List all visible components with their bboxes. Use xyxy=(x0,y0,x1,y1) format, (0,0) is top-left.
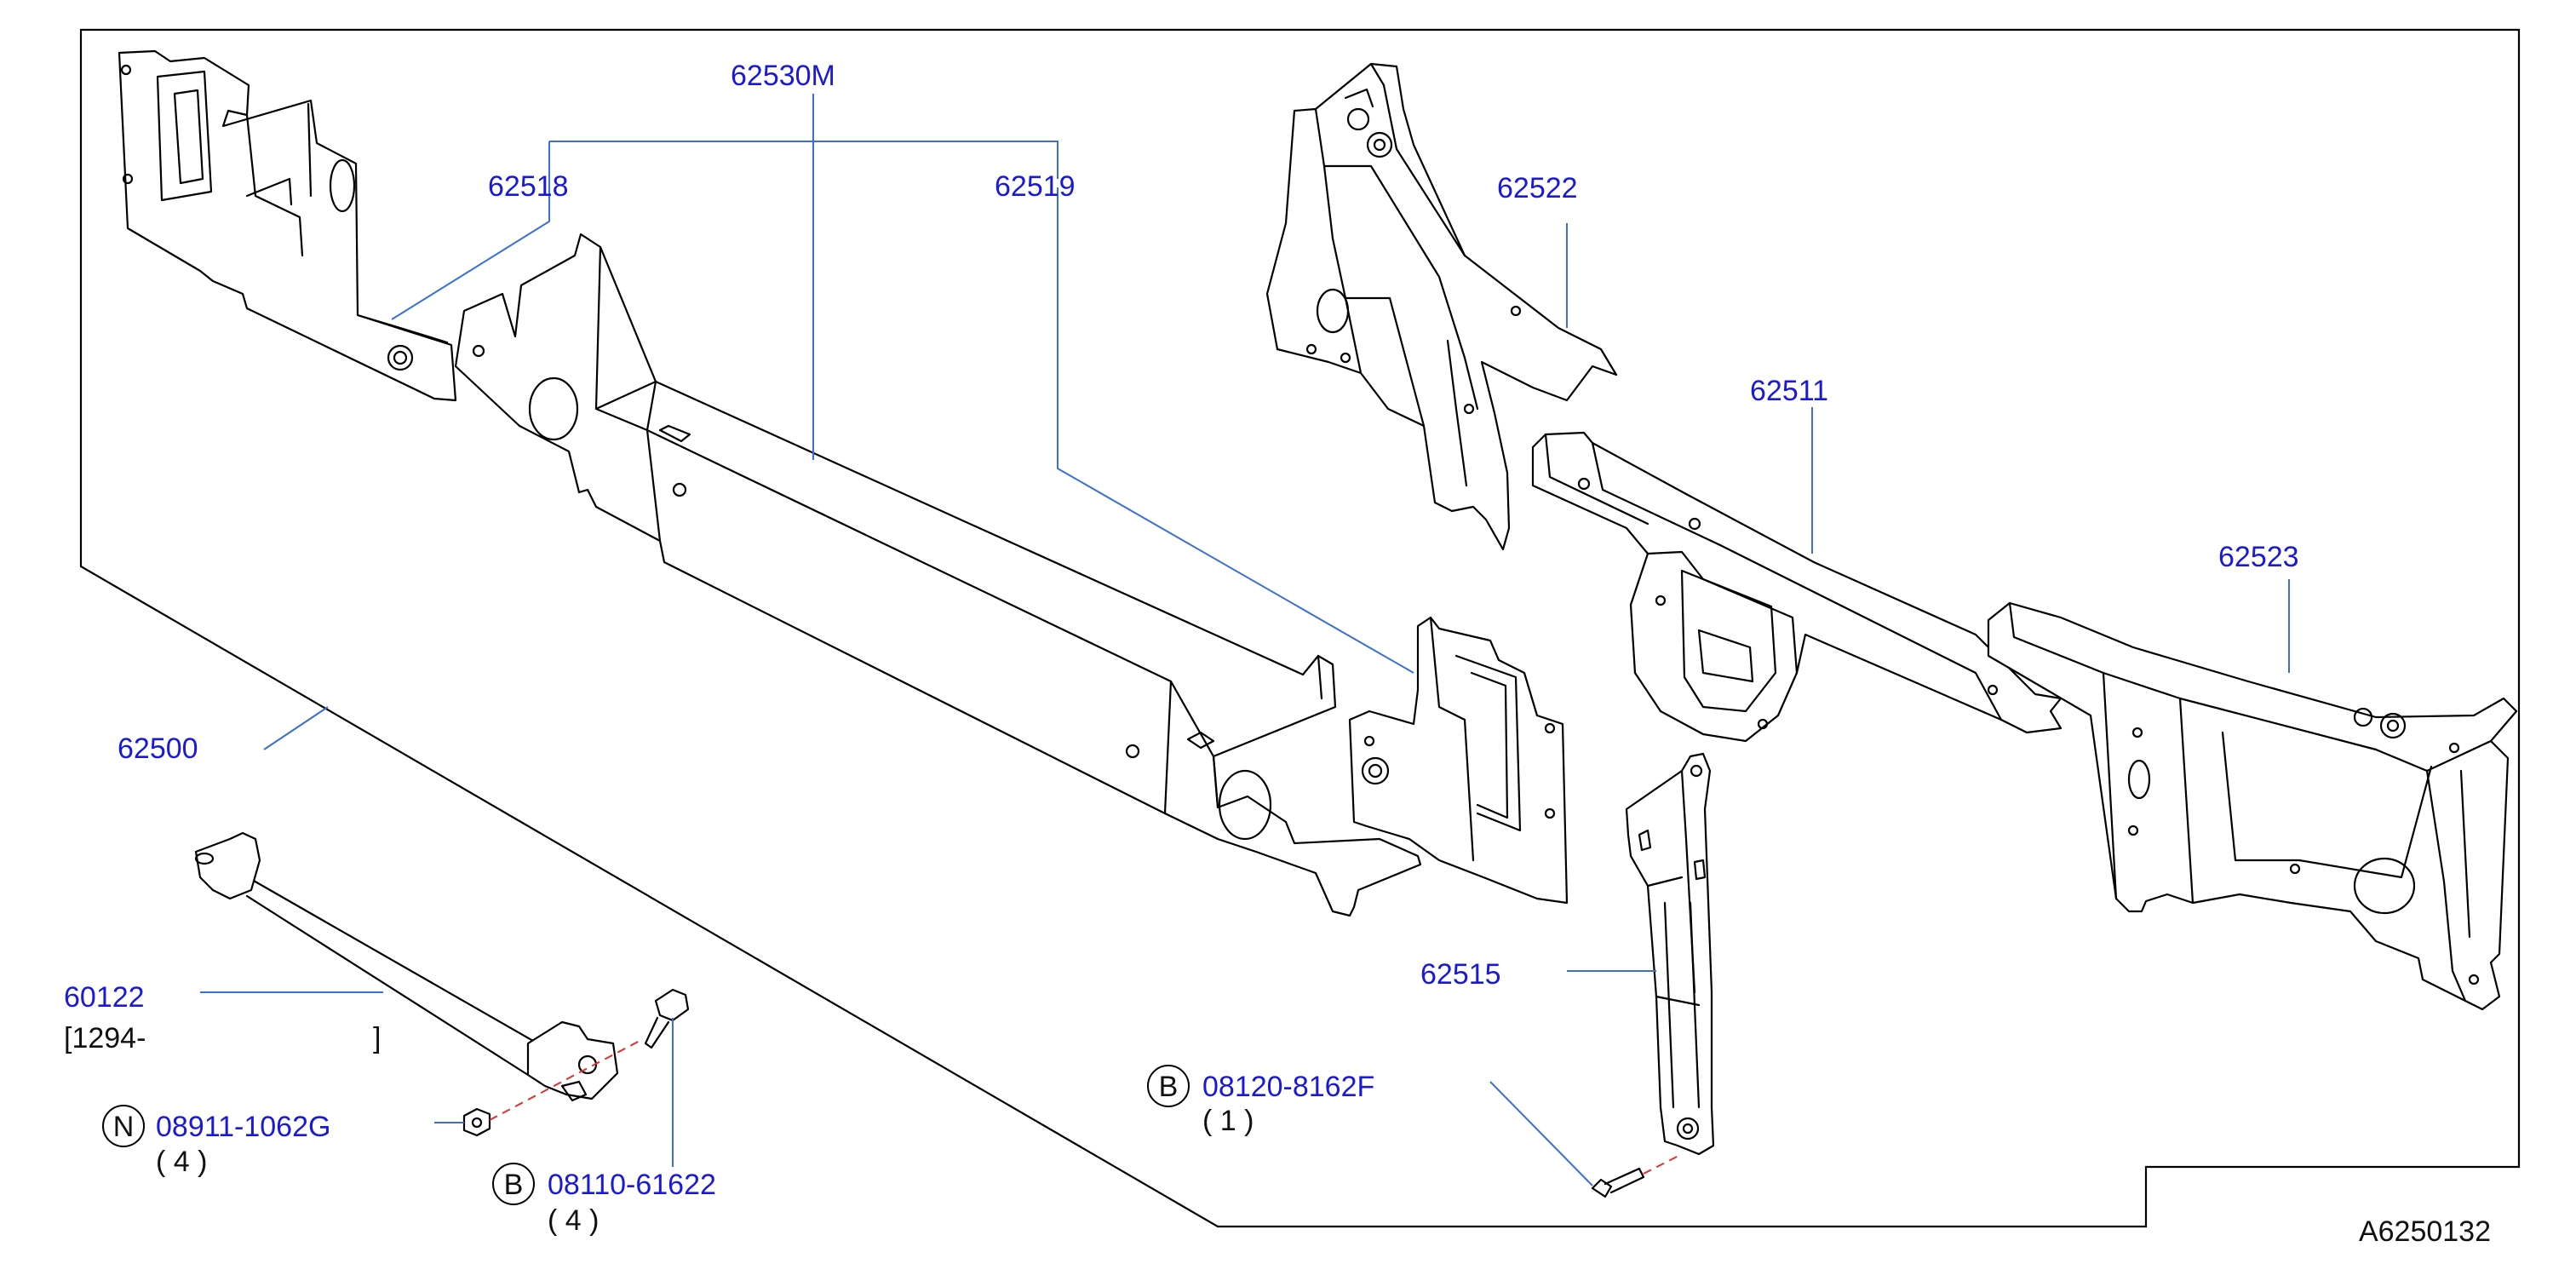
nut-quantity: ( 4 ) xyxy=(156,1146,207,1178)
bolt-a-shape xyxy=(644,988,690,1049)
leader-lines xyxy=(200,94,2290,1186)
label-62511: 62511 xyxy=(1750,375,1828,407)
diagram-id: A6250132 xyxy=(2359,1215,2491,1248)
nut-symbol: N xyxy=(113,1111,135,1143)
part-62518-shape xyxy=(118,49,457,402)
install-line-left xyxy=(489,1038,644,1121)
label-62523: 62523 xyxy=(2218,541,2299,573)
bolt-b-symbol-circle xyxy=(1147,1065,1190,1107)
label-62522: 62522 xyxy=(1497,172,1578,204)
label-62519: 62519 xyxy=(995,170,1076,203)
bolt-a-symbol: B xyxy=(504,1169,524,1201)
part-62519-shape xyxy=(1348,616,1569,905)
bolt-b-part-number: 08120-8162F xyxy=(1202,1071,1374,1103)
part-62511-shape xyxy=(1531,431,2063,743)
part-62522-shape xyxy=(1265,62,1618,551)
nut-part-number: 08911-1062G xyxy=(156,1111,330,1143)
label-60122-range: [1294- xyxy=(64,1022,146,1054)
label-60122-range-end: ] xyxy=(373,1022,381,1054)
part-62530M-shape xyxy=(454,233,1422,917)
nut-symbol-circle xyxy=(102,1105,145,1147)
label-62500: 62500 xyxy=(118,733,198,765)
nut-shape xyxy=(462,1107,491,1137)
part-62523-shape xyxy=(1987,601,2518,1011)
label-62515: 62515 xyxy=(1420,958,1501,991)
install-line-right xyxy=(1643,1153,1683,1175)
bolt-b-shape xyxy=(1591,1167,1645,1198)
bolt-b-quantity: ( 1 ) xyxy=(1202,1105,1254,1137)
label-62518: 62518 xyxy=(488,170,569,203)
part-62515-shape xyxy=(1625,752,1715,1156)
label-62530M: 62530M xyxy=(731,60,835,92)
diagram-frame xyxy=(79,28,2521,1228)
bolt-a-quantity: ( 4 ) xyxy=(548,1204,599,1237)
part-60122-shape xyxy=(194,831,619,1102)
bolt-a-part-number: 08110-61622 xyxy=(548,1169,716,1201)
bolt-a-symbol-circle xyxy=(492,1163,535,1205)
bolt-b-symbol: B xyxy=(1159,1071,1179,1103)
label-60122: 60122 xyxy=(64,981,145,1014)
